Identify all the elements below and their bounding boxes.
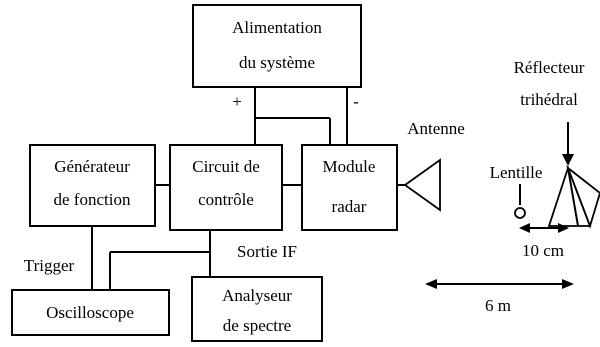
module-line1: Module: [323, 157, 376, 176]
block-circuit: Circuit de contrôle: [169, 144, 283, 231]
label-minus: -: [353, 92, 359, 111]
oscilloscope-label: Oscilloscope: [46, 303, 134, 322]
circuit-line1: Circuit de: [192, 157, 260, 176]
connections: [91, 87, 405, 290]
generateur-line1: Générateur: [54, 157, 130, 176]
label-dist-large: 6 m: [485, 296, 511, 315]
label-lentille: Lentille: [490, 163, 543, 182]
antenna-icon: [403, 158, 441, 212]
block-generateur: Générateur de fonction: [29, 144, 156, 227]
alimentation-line2: du système: [239, 53, 315, 72]
label-plus: +: [232, 92, 242, 111]
lens-icon: [514, 184, 526, 219]
label-reflecteur-2: trihédral: [520, 90, 578, 109]
alimentation-line1: Alimentation: [232, 18, 322, 37]
label-dist-small: 10 cm: [522, 241, 564, 260]
trihedral-reflector-icon: [547, 165, 600, 229]
label-reflecteur-1: Réflecteur: [514, 58, 585, 77]
analyseur-line2: de spectre: [223, 316, 291, 335]
module-line2: radar: [332, 197, 367, 216]
block-oscilloscope: Oscilloscope: [11, 289, 170, 336]
label-antenne: Antenne: [407, 119, 465, 138]
analyseur-line1: Analyseur: [222, 286, 292, 305]
double-arrow-icon: [519, 223, 569, 233]
block-analyseur: Analyseur de spectre: [191, 276, 323, 342]
block-module: Module radar: [301, 144, 398, 231]
block-alimentation: Alimentation du système: [192, 4, 362, 88]
label-trigger: Trigger: [24, 256, 75, 275]
circuit-line2: contrôle: [198, 190, 254, 209]
arrow-down-icon: [562, 122, 574, 166]
label-sortie-if: Sortie IF: [237, 242, 297, 261]
generateur-line2: de fonction: [54, 190, 131, 209]
double-arrow-icon: [425, 279, 574, 289]
